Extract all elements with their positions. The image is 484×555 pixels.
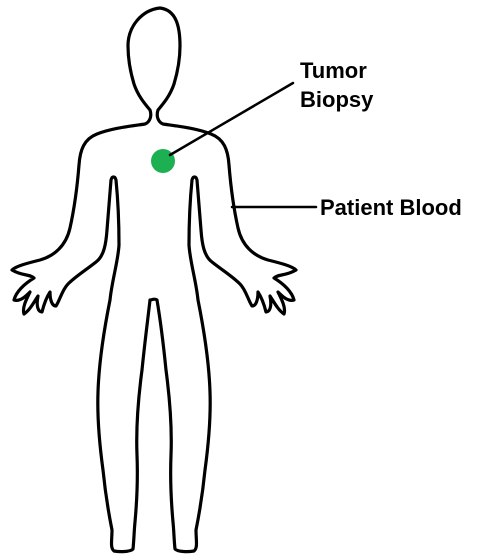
blood-label: Patient Blood [320,195,462,220]
tumor-label-line2: Biopsy [300,87,374,112]
tumor-site-dot-icon [151,149,175,173]
human-body-outline-icon [12,8,296,552]
tumor-pointer-line [170,83,293,155]
tumor-label-line1: Tumor [300,58,367,83]
